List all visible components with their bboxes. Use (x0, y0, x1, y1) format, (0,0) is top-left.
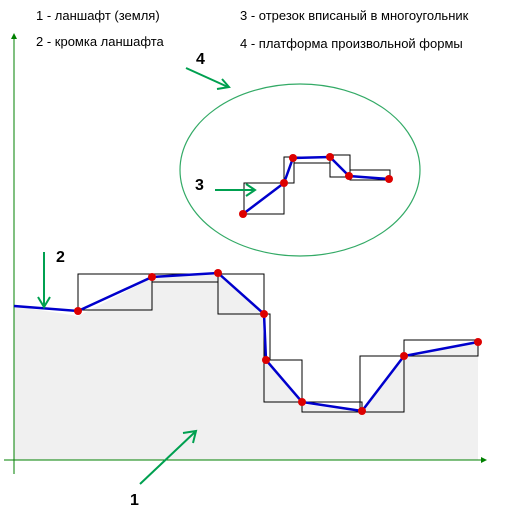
legend-item-3: 3 - отрезок вписаный в многоугольник (240, 8, 469, 23)
label-three: 3 (195, 177, 204, 194)
platform-box (243, 182, 285, 215)
platform-boxes (243, 154, 391, 215)
legend-item-1: 1 - ланшафт (земля) (36, 8, 160, 23)
arrow-1 (139, 429, 198, 485)
vertex-point (358, 407, 366, 415)
vertex-point (289, 154, 297, 162)
segment-boxes (77, 273, 479, 413)
platform-box (283, 156, 295, 184)
vertex-point (385, 175, 393, 183)
platform-ellipse (179, 83, 421, 257)
label-four: 4 (196, 51, 205, 68)
vertex-point (345, 172, 353, 180)
platform-box (329, 154, 351, 178)
label-two: 2 (56, 249, 65, 266)
vertex-point (262, 356, 270, 364)
vertex-point (280, 179, 288, 187)
platform-vertices (239, 153, 393, 218)
vertex-point (326, 153, 334, 161)
landscape-vertices (74, 269, 482, 415)
vertex-point (298, 398, 306, 406)
vertex-point (214, 269, 222, 277)
vertex-point (239, 210, 247, 218)
arrow-3 (215, 183, 257, 197)
arrow-2 (37, 252, 51, 309)
ground-area (14, 274, 478, 460)
segment-box (359, 355, 405, 413)
segment-box (217, 273, 265, 315)
label-one: 1 (130, 492, 139, 509)
vertex-point (148, 273, 156, 281)
arrow-4 (185, 67, 231, 90)
landscape-edge-line (13, 271, 479, 413)
legend-item-2: 2 - кромка ланшафта (36, 34, 165, 49)
segment-box (263, 359, 303, 403)
segment-box (403, 339, 479, 357)
vertex-point (74, 307, 82, 315)
segment-box (77, 273, 153, 311)
vertex-point (400, 352, 408, 360)
platform-edge-line (242, 155, 390, 215)
vertex-point (474, 338, 482, 346)
legend-item-4: 4 - платформа произвольной формы (240, 36, 463, 51)
vertex-point (260, 310, 268, 318)
